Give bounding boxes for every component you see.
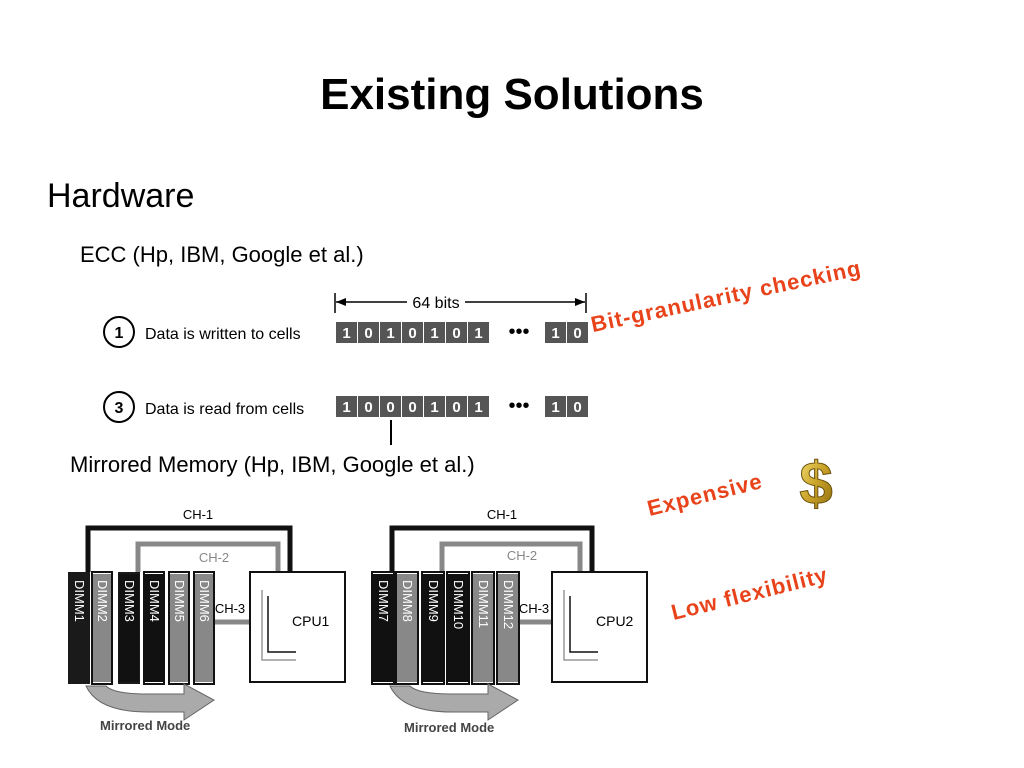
ellipsis: ••• xyxy=(508,395,529,417)
ch1-wire xyxy=(389,525,595,596)
mode-label: Mirrored Mode xyxy=(404,720,494,735)
svg-text:1: 1 xyxy=(551,399,559,416)
step-number: 3 xyxy=(115,400,124,417)
callout-low-flexibility: Low flexibility xyxy=(668,561,831,626)
dimm-label: DIMM5 xyxy=(172,580,187,622)
dimm-label: DIMM8 xyxy=(400,580,415,622)
ecc-heading: ECC (Hp, IBM, Google et al.) xyxy=(80,242,364,267)
channel-label-ch2: CH-2 xyxy=(199,550,229,565)
slide-title: Existing Solutions xyxy=(320,70,704,119)
channel-label-ch2: CH-2 xyxy=(507,548,537,563)
ecc-diagram: 64 bits 1 Data is written to cells 1 0 1… xyxy=(103,293,588,445)
bit-cells: 1 0 0 0 1 0 1 xyxy=(336,396,489,417)
dimm-label: DIMM4 xyxy=(147,580,162,622)
svg-text:1: 1 xyxy=(474,325,482,342)
cpu-label: CPU1 xyxy=(292,613,330,629)
row-label: Data is written to cells xyxy=(145,326,301,343)
svg-text:0: 0 xyxy=(386,399,394,416)
channel-label-ch1: CH-1 xyxy=(487,507,517,522)
section-heading: Hardware xyxy=(47,177,195,215)
svg-text:0: 0 xyxy=(573,325,581,342)
channel-label-ch3: CH-3 xyxy=(215,601,245,616)
ellipsis: ••• xyxy=(508,321,529,343)
mirror-panel-2: CH-1 CH-2 CH-3 DIMM7 DIMM8 DIMM9 DIMM10 … xyxy=(371,507,648,735)
ch2-wire xyxy=(135,541,281,596)
dimm-label: DIMM7 xyxy=(376,580,391,622)
bit-width-label: 64 bits xyxy=(412,295,459,312)
svg-text:1: 1 xyxy=(474,399,482,416)
dimm-slots: DIMM7 DIMM8 DIMM9 DIMM10 DIMM11 DIMM12 xyxy=(371,571,520,685)
dimm-label: DIMM3 xyxy=(122,580,137,622)
svg-text:1: 1 xyxy=(551,325,559,342)
callout-bit-granularity: Bit-granularity checking xyxy=(588,255,864,338)
mirror-arrow xyxy=(85,683,215,721)
bit-cells: 1 0 1 0 1 0 1 xyxy=(336,322,489,343)
svg-text:1: 1 xyxy=(430,399,438,416)
mirror-arrow xyxy=(389,683,519,721)
cpu-box xyxy=(249,571,346,683)
svg-text:0: 0 xyxy=(408,325,416,342)
dimm-label: DIMM11 xyxy=(476,580,491,628)
svg-text:1: 1 xyxy=(342,325,350,342)
callout-expensive: Expensive xyxy=(644,468,766,522)
bit-width-marker: 64 bits xyxy=(334,293,587,313)
mode-label: Mirrored Mode xyxy=(100,718,190,733)
svg-text:1: 1 xyxy=(386,325,394,342)
dimm-slots: DIMM1 DIMM2 DIMM3 DIMM4 DIMM5 DIMM6 xyxy=(68,571,215,685)
dollar-icon: $ xyxy=(799,450,833,515)
ecc-row-written: 1 Data is written to cells 1 0 1 0 1 0 1… xyxy=(103,316,588,348)
dimm-label: DIMM10 xyxy=(451,580,466,629)
svg-text:0: 0 xyxy=(364,325,372,342)
dimm-label: DIMM1 xyxy=(72,580,87,622)
svg-text:0: 0 xyxy=(408,399,416,416)
ch2-wire xyxy=(439,541,583,596)
svg-text:0: 0 xyxy=(364,399,372,416)
svg-text:$: $ xyxy=(799,450,832,514)
dimm-label: DIMM12 xyxy=(501,580,516,629)
mirror-panel-1: CH-1 CH-2 CH-3 DIMM1 DIMM2 DIMM3 DIMM4 D… xyxy=(68,507,346,733)
step-badge xyxy=(103,316,135,348)
channel-label-ch1: CH-1 xyxy=(183,507,213,522)
dimm-label: DIMM6 xyxy=(197,580,212,622)
svg-text:0: 0 xyxy=(452,325,460,342)
ecc-row-read: 3 Data is read from cells 1 0 0 0 1 0 1 … xyxy=(103,391,588,445)
dimm-label: DIMM2 xyxy=(95,580,110,622)
step-badge xyxy=(103,391,135,423)
svg-text:1: 1 xyxy=(430,325,438,342)
svg-text:1: 1 xyxy=(342,399,350,416)
dimm-label: DIMM9 xyxy=(426,580,441,622)
row-label: Data is read from cells xyxy=(145,401,304,418)
svg-text:0: 0 xyxy=(573,399,581,416)
channel-label-ch3: CH-3 xyxy=(519,601,549,616)
cpu-label: CPU2 xyxy=(596,613,634,629)
step-number: 1 xyxy=(115,325,124,342)
cpu-box xyxy=(551,571,648,683)
ch1-wire xyxy=(85,525,293,596)
mirror-heading: Mirrored Memory (Hp, IBM, Google et al.) xyxy=(70,452,475,477)
svg-text:0: 0 xyxy=(452,399,460,416)
